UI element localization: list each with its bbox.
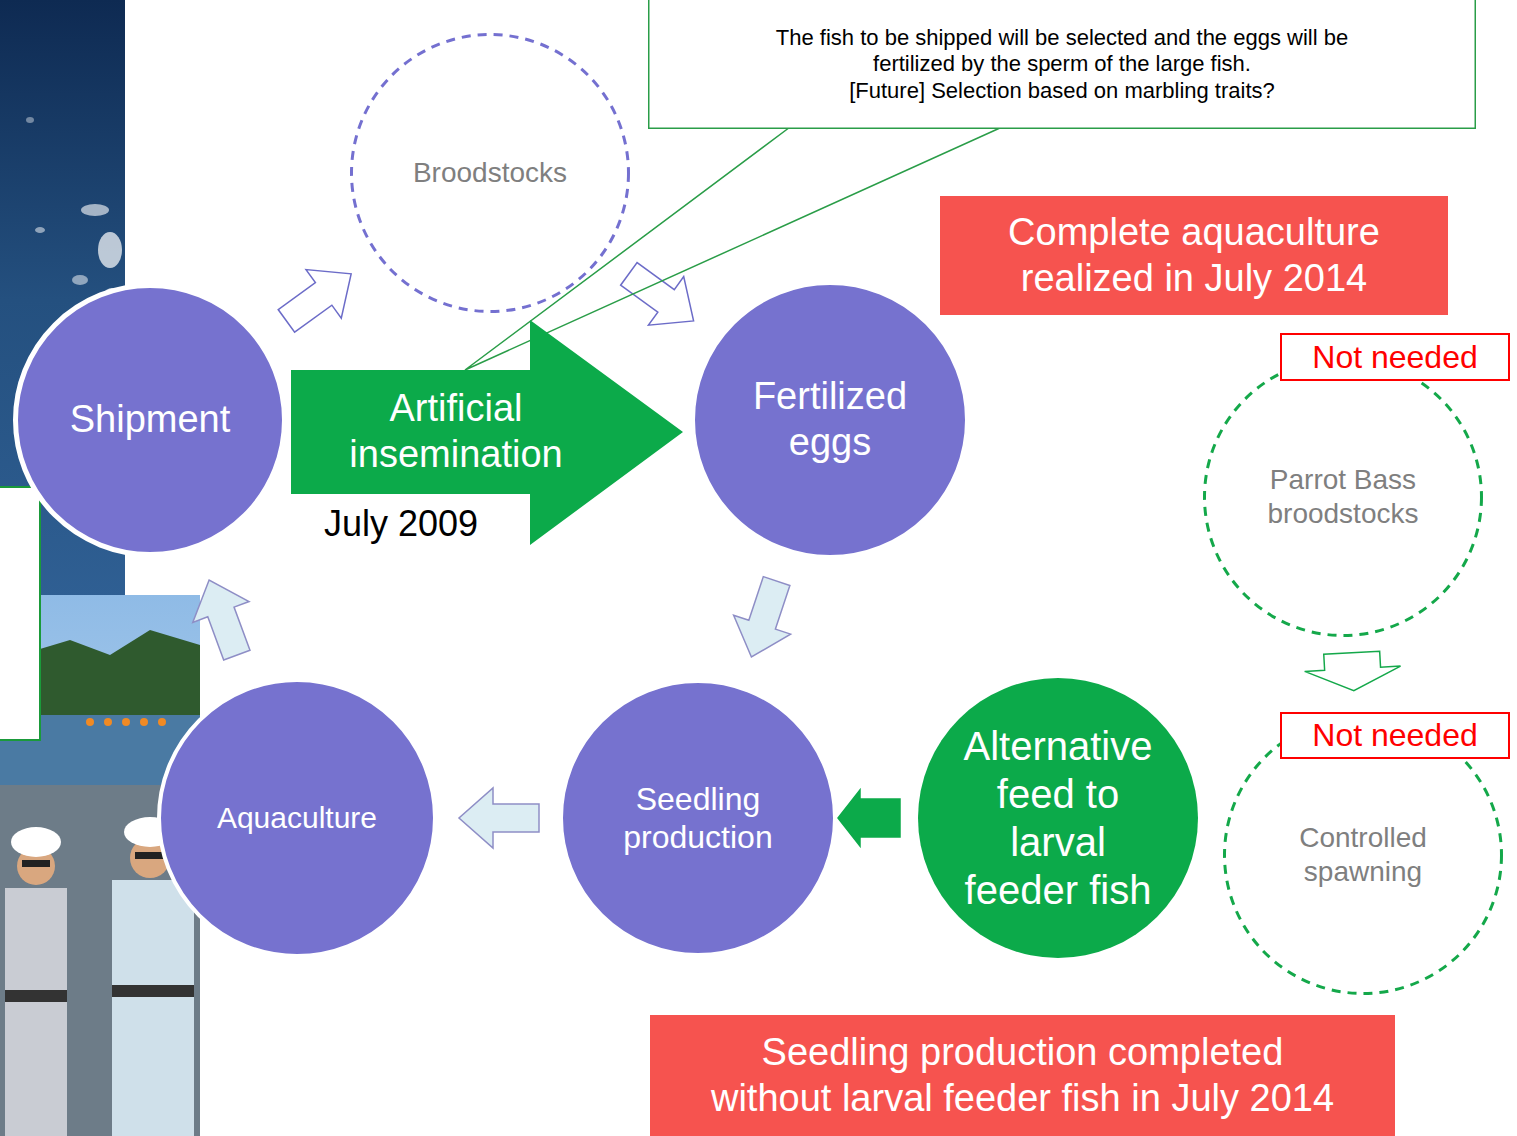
status-box: Not needed [1280,712,1510,759]
node-label: The fish to be shipped will be selected … [762,25,1362,78]
flow-arrow [459,788,539,848]
node-label: Artificial insemination [306,386,606,477]
shape-fill [940,196,1448,315]
splash [81,204,109,216]
belt [5,990,67,1002]
person [5,827,67,1136]
text-column: Broodstocks [372,55,607,290]
node-label: Complete aquaculture realized in July 20… [969,210,1419,301]
sunglasses [22,860,50,867]
text-column: Shipment [35,305,265,535]
net-floats [86,718,166,726]
node-label: Shipment [70,397,231,443]
shape-outline [1203,357,1483,637]
text-column: Controlled spawning [1245,737,1480,972]
milestone-box: Complete aquaculture realized in July 20… [940,196,1448,315]
belt [112,985,194,997]
node-label: Seedling production [593,780,803,857]
shape-fill [1205,359,1482,636]
text-column: Parrot Bass broodstocks [1225,379,1460,614]
process-arrow: Artificial inseminationJuly 2009 [291,320,683,545]
optional-step-circle: Parrot Bass broodstocks [1203,357,1483,637]
text-column: Seedling production [583,703,813,933]
node-label: Alternative feed to larval feeder fish [955,722,1160,914]
splash [26,117,34,123]
node-label: Not needed [1312,338,1477,376]
shape-outline [693,283,967,557]
text-column: Not needed [1284,714,1506,757]
node-label: Aquaculture [217,800,377,836]
flow-arrow [838,790,900,846]
cycle-step-circle: Fertilized eggs [693,283,967,557]
splash [35,227,45,233]
flow-arrow [1305,651,1401,691]
shape-fill [650,1015,1395,1136]
flow-arrow [193,580,250,660]
flow-arrow [734,577,791,657]
shape-outline [918,678,1198,958]
node-label: [Future] Selection based on marbling tra… [849,78,1275,104]
broodstock-circle: Broodstocks [350,33,630,313]
date-label: July 2009 [291,502,511,545]
shape-fill [1281,713,1509,758]
shape-fill [562,682,834,954]
shape-fill [1281,334,1509,380]
splash [72,275,88,285]
shape-fill [159,680,435,956]
node-label: Seedling production completed without la… [700,1030,1345,1121]
shape-fill [352,35,629,312]
text-column: Fertilized eggs [715,305,945,535]
text-column: Not needed [1284,335,1506,379]
text-column: Seedling production completed without la… [660,1019,1385,1132]
shape-fill [16,286,285,555]
shirt [5,888,67,1136]
node-label: Not needed [1312,716,1477,754]
shape-fill [649,0,1476,128]
shape-fill [1225,717,1502,994]
float [122,718,130,726]
shape-fill [291,320,683,545]
text-column: Aquaculture [179,700,414,935]
cut-off-panel [0,487,40,740]
node-label: Broodstocks [413,156,567,190]
callout-box: The fish to be shipped will be selected … [648,0,1476,129]
flow-arrow [278,270,351,333]
text-column: Artificial insemination [291,370,621,494]
shape-fill [918,678,1198,958]
shirt [112,880,194,1136]
shape-fill [694,284,966,556]
node-label: Fertilized eggs [720,374,940,465]
feed-circle: Alternative feed to larval feeder fish [918,678,1198,958]
text-column: The fish to be shipped will be selected … [660,8,1464,121]
node-label: Parrot Bass broodstocks [1243,463,1443,530]
shape-outline [561,681,835,955]
cycle-step-circle: Aquaculture [157,678,437,958]
text-column: Complete aquaculture realized in July 20… [950,202,1438,309]
helmet [11,827,61,857]
sunglasses [135,852,165,859]
milestone-box: Seedling production completed without la… [650,1015,1395,1136]
cycle-step-circle: Shipment [13,283,287,557]
float [104,718,112,726]
status-box: Not needed [1280,333,1510,381]
float [158,718,166,726]
float [86,718,94,726]
splash [98,232,122,268]
text-column: Alternative feed to larval feeder fish [940,700,1175,935]
cycle-step-circle: Seedling production [561,681,835,955]
float [140,718,148,726]
node-label: Controlled spawning [1263,821,1463,888]
